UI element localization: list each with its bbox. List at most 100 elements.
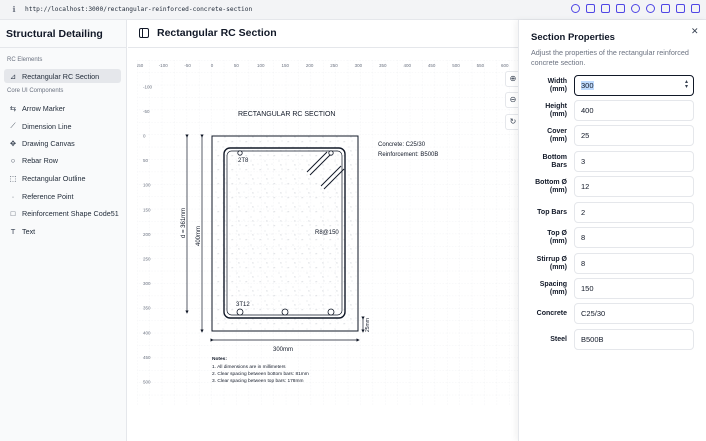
field-value: 8 (581, 233, 586, 242)
reinforcement-label: Reinforcement: B500B (378, 152, 438, 158)
field-label: Top Bars (529, 209, 567, 217)
sidebar-item-label: Dimension Line (22, 121, 72, 131)
field-label-unit: (mm) (549, 111, 567, 118)
sidebar-item-label: Rectangular RC Section (22, 71, 100, 81)
sidebar-toggle-icon[interactable] (139, 28, 149, 38)
field-input[interactable]: 300▴ ▾ (574, 75, 694, 96)
field-label-unit: (mm) (549, 264, 567, 271)
sidebar-item-label: Arrow Marker (22, 103, 66, 113)
ruler-x-label: 350 (379, 63, 387, 68)
ruler-x-label: 550 (477, 63, 485, 68)
field-value: 400 (581, 106, 594, 115)
field-input[interactable]: 12 (574, 176, 694, 197)
sidebar-item-label: Rectangular Outline (22, 173, 86, 183)
ruler-x-label: 0 (211, 63, 214, 68)
field-input[interactable]: 8 (574, 253, 694, 274)
field-input[interactable]: B500B (574, 329, 694, 350)
field-label: Stirrup Ø(mm) (529, 256, 567, 272)
field-value: 2 (581, 208, 586, 217)
effective-depth-label: d = 361mm (181, 208, 187, 238)
field-input[interactable]: 150 (574, 278, 694, 299)
sidebar-item-reference-point[interactable]: · Reference Point (4, 189, 121, 203)
field-label: Height(mm) (529, 103, 567, 119)
globe-icon[interactable] (631, 4, 640, 13)
cover-dimension-label: 25mm (365, 318, 371, 332)
sidebar-title: Structural Detailing (6, 28, 103, 40)
stepper-icon[interactable]: ▴ ▾ (684, 79, 688, 90)
note-line: 2. Clear spacing between bottom bars: 81… (212, 371, 309, 377)
main-header: Rectangular RC Section (128, 20, 518, 48)
square-icon: □ (10, 208, 16, 218)
sidebar-item-label: Text (22, 226, 36, 236)
crosshair-icon[interactable] (646, 4, 655, 13)
sidebar-item-drawing-canvas[interactable]: ✥ Drawing Canvas (4, 136, 121, 150)
ruler-icon: ⟋ (10, 121, 16, 130)
panel-title: Section Properties (531, 32, 615, 43)
bottom-bar (327, 308, 335, 316)
sidebar-item-dimension-line[interactable]: ⟋ Dimension Line (4, 119, 121, 133)
top-bar (328, 150, 334, 156)
field-label: Top Ø(mm) (529, 230, 567, 246)
zoom-in-button[interactable]: ⊕ (505, 71, 521, 87)
info-icon[interactable]: ℹ (12, 5, 16, 14)
field-input[interactable]: 2 (574, 202, 694, 223)
field-bottom: Bottom Ø(mm)12 (519, 176, 706, 198)
stirrup-hook-1 (306, 151, 328, 173)
concrete-label: Concrete: C25/30 (378, 142, 426, 148)
field-label-unit: Bars (551, 162, 567, 169)
note-line: 1. All dimensions are in millimeters (212, 364, 286, 370)
ruler-y-label: 50 (143, 158, 149, 163)
sidebar-item-rectangular-rc-section[interactable]: ⊿ Rectangular RC Section (4, 69, 121, 83)
sidebar-item-label: Reference Point (22, 191, 74, 201)
ruler-x-label: -150 (137, 63, 144, 68)
ruler-icon: ⊿ (9, 71, 17, 81)
properties-panel: ✕ Section Properties Adjust the properti… (518, 20, 706, 441)
ruler-x-label: 500 (452, 63, 460, 68)
link-icon[interactable] (571, 4, 580, 13)
ruler-x-label: 50 (234, 63, 240, 68)
ruler-x: -150-100-5005010015020025030035040045050… (137, 63, 509, 68)
sidebar-item-rectangular-outline[interactable]: ⬚ Rectangular Outline (4, 171, 121, 185)
top-bar (237, 150, 243, 156)
sidebar-item-reinforcement-shape-code51[interactable]: □ Reinforcement Shape Code51 (4, 206, 121, 220)
code-icon[interactable] (661, 4, 670, 13)
field-value: B500B (581, 335, 604, 344)
window-icon[interactable] (616, 4, 625, 13)
ruler-x-label: -50 (184, 63, 191, 68)
field-input[interactable]: 8 (574, 227, 694, 248)
sidebar-item-label: Reinforcement Shape Code51 (22, 208, 119, 218)
sidebar-divider (0, 47, 127, 48)
field-label-line: Bottom (542, 154, 568, 161)
field-label-line: Height (545, 103, 567, 110)
mail-icon[interactable] (676, 4, 685, 13)
ruler-y-label: 100 (143, 183, 151, 188)
url-bar[interactable]: http://localhost:3000/rectangular-reinfo… (25, 6, 253, 13)
arrows-icon: ⇆ (9, 103, 17, 113)
ruler-y-label: 450 (143, 355, 151, 360)
sidebar-item-text[interactable]: T Text (4, 224, 121, 238)
ruler-x-label: 150 (281, 63, 289, 68)
width-dimension-label: 300mm (273, 347, 293, 353)
sidebar-item-rebar-row[interactable]: ○ Rebar Row (4, 153, 121, 167)
ruler-y-label: 350 (143, 306, 151, 311)
circle-icon: ○ (10, 155, 16, 165)
field-input[interactable]: 25 (574, 125, 694, 146)
field-input[interactable]: 400 (574, 100, 694, 121)
layout-icon[interactable] (691, 4, 700, 13)
field-label-line: Spacing (539, 281, 567, 288)
field-input[interactable]: C25/30 (574, 303, 694, 324)
notes-heading: Notes: (212, 356, 227, 362)
field-input[interactable]: 3 (574, 151, 694, 172)
drawing-canvas[interactable]: -150-100-5005010015020025030035040045050… (137, 60, 518, 406)
close-icon[interactable]: ✕ (691, 26, 699, 36)
ruler-x-label: 600 (501, 63, 509, 68)
camera-icon[interactable] (601, 4, 610, 13)
refresh-icon: ↻ (509, 117, 517, 126)
sidebar-item-arrow-marker[interactable]: ⇆ Arrow Marker (4, 101, 121, 115)
screenshot-icon[interactable] (586, 4, 595, 13)
stirrup-outer (223, 147, 346, 319)
sidebar-item-label: Drawing Canvas (22, 138, 75, 148)
